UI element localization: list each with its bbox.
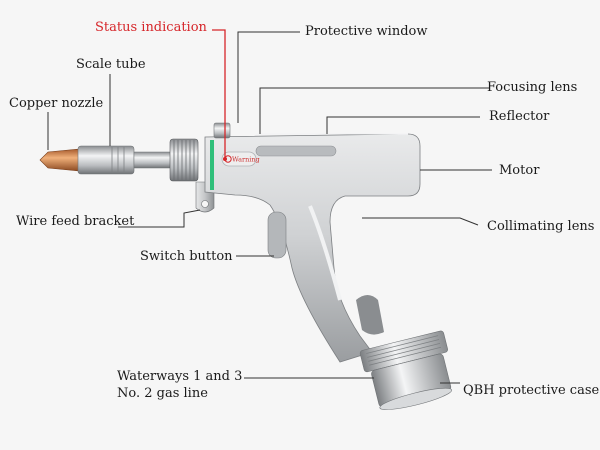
label-copper-nozzle: Copper nozzle	[9, 96, 104, 111]
reflector-leader	[326, 116, 480, 134]
status-indication-leader	[212, 29, 226, 159]
leader-lines	[47, 29, 492, 384]
label-protective-window: Protective window	[305, 24, 427, 39]
status-ring	[210, 140, 214, 190]
label-focusing-lens: Focusing lens	[487, 80, 577, 95]
top-slot	[255, 145, 337, 157]
knurled-ring	[169, 138, 199, 182]
switch-button-part	[267, 211, 287, 259]
handle-highlight	[308, 205, 342, 301]
status-badge	[221, 151, 257, 167]
focusing-lens-leader	[259, 87, 490, 134]
qbh-case-part	[359, 330, 452, 410]
label-switch-button: Switch button	[140, 249, 233, 264]
handle-logo	[356, 295, 384, 335]
protective-window-cap	[213, 122, 231, 139]
label-qbh-case: QBH protective case	[463, 383, 599, 398]
scale-tube-marks	[111, 147, 125, 173]
protective-window-leader	[237, 31, 300, 123]
knurl-lines	[173, 140, 195, 180]
label-status-indication: Status indication	[95, 20, 208, 35]
collimating-lens-leader	[362, 217, 479, 226]
connector-tube	[133, 151, 173, 169]
label-collimating-lens: Collimating lens	[487, 219, 594, 234]
scale-tube-part	[77, 145, 135, 175]
label-gas-line: No. 2 gas line	[117, 386, 208, 401]
label-wire-feed-bracket: Wire feed bracket	[16, 214, 135, 229]
labels: Status indication Protective window Scal…	[9, 20, 599, 401]
label-scale-tube: Scale tube	[76, 57, 146, 72]
wire-feed-bracket-leader	[118, 209, 201, 228]
gun-illustration: Warning	[39, 122, 452, 410]
label-reflector: Reflector	[489, 109, 550, 124]
gun-body	[204, 133, 421, 363]
label-waterways: Waterways 1 and 3	[117, 369, 242, 384]
status-badge-text: Warning	[232, 156, 260, 164]
copper-nozzle-part	[39, 148, 81, 172]
label-motor: Motor	[499, 163, 540, 178]
